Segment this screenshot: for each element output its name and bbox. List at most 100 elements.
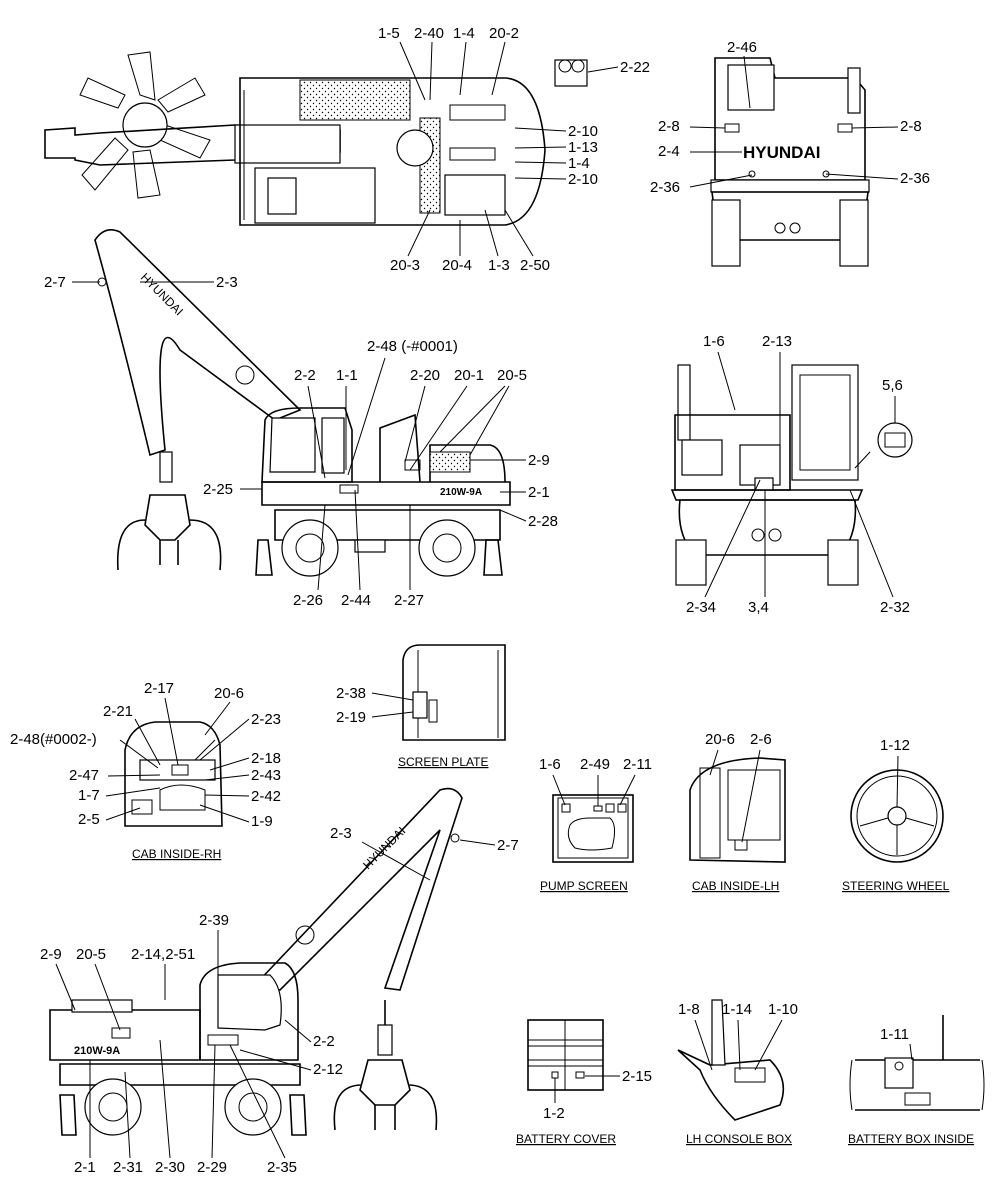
label-20-6: 20-6 [214, 685, 244, 702]
front-cab [791, 364, 859, 481]
rear-window [727, 64, 775, 111]
label-2-36-left: 2-36 [650, 179, 680, 196]
label-2-4: 2-4 [658, 143, 680, 160]
label-2-20: 2-20 [410, 367, 440, 384]
slew-ring-top [396, 129, 434, 167]
caption-cab-inside-rh: CAB INSIDE-RH [132, 847, 221, 861]
label-2-1-b: 2-1 [74, 1159, 96, 1176]
label-1-11: 1-11 [880, 1026, 909, 1043]
label-2-19: 2-19 [336, 709, 366, 726]
label-2-9: 2-9 [528, 452, 550, 469]
grapple-top-drawing [79, 51, 211, 199]
wheel-2-front [84, 1078, 142, 1136]
cab-top [444, 174, 506, 216]
cab-inside-rh-view: 2-17 20-6 2-21 2-23 2-48(#0002-) 2-18 2-… [10, 680, 281, 861]
label-2-25: 2-25 [203, 481, 233, 498]
label-2-32: 2-32 [880, 599, 910, 616]
label-2-38: 2-38 [336, 685, 366, 702]
front-view: 1-6 2-13 5,6 2-34 3,4 2-32 [670, 333, 913, 616]
label-2-26: 2-26 [293, 592, 323, 609]
label-2-46: 2-46 [727, 39, 757, 56]
caption-battery-box-inside: BATTERY BOX INSIDE [848, 1132, 974, 1146]
top-decal-stripe [449, 104, 506, 121]
label-20-4: 20-4 [442, 257, 472, 274]
label-2-29: 2-29 [197, 1159, 227, 1176]
screen-plate-view: 2-38 2-19 SCREEN PLATE [336, 644, 506, 769]
label-2-31: 2-31 [113, 1159, 143, 1176]
label-2-48-0002: 2-48(#0002-) [10, 731, 97, 748]
side-model-text: 210W-9A [440, 487, 482, 498]
label-2-43: 2-43 [251, 767, 281, 784]
battery-cover-view: 2-15 1-2 BATTERY COVER [516, 1019, 652, 1146]
label-1-4: 1-4 [568, 155, 590, 172]
front-wheel-left [675, 539, 707, 586]
label-20-5: 20-5 [497, 367, 527, 384]
rear-brand-text: HYUNDAI [743, 143, 820, 162]
label-2-10: 2-10 [568, 123, 598, 140]
label-2-7: 2-7 [44, 274, 66, 291]
label-2-27: 2-27 [394, 592, 424, 609]
caption-steering-wheel: STEERING WHEEL [842, 879, 950, 893]
label-1-12: 1-12 [880, 737, 910, 754]
label-2-40: 2-40 [414, 25, 444, 42]
label-2-12: 2-12 [313, 1061, 343, 1078]
upper-structure-top [239, 77, 546, 226]
label-2-50: 2-50 [520, 257, 550, 274]
label-2-35: 2-35 [267, 1159, 297, 1176]
label-20-3: 20-3 [390, 257, 420, 274]
label-2-14-2-51: 2-14,2-51 [131, 946, 195, 963]
label-2-42: 2-42 [251, 788, 281, 805]
label-2-3: 2-3 [216, 274, 238, 291]
cab-inside-lh-view: 20-6 2-6 CAB INSIDE-LH [689, 731, 786, 893]
label-20-2: 20-2 [489, 25, 519, 42]
label-5-6: 5,6 [882, 377, 903, 394]
label-1-9: 1-9 [251, 813, 273, 830]
label-2-47: 2-47 [69, 767, 99, 784]
part-5-6-detail [877, 422, 913, 458]
label-1-2: 1-2 [543, 1105, 565, 1122]
wheel-2-rear [224, 1078, 282, 1136]
label-2-6: 2-6 [750, 731, 772, 748]
label-1-6-b: 1-6 [539, 756, 561, 773]
upper-body-side [261, 413, 511, 506]
label-2-18: 2-18 [251, 750, 281, 767]
top-view: 1-5 2-40 1-4 20-2 2-22 2-10 1-13 1-4 2-1… [44, 25, 650, 274]
caption-cab-inside-lh: CAB INSIDE-LH [692, 879, 779, 893]
label-1-5: 1-5 [378, 25, 400, 42]
side-view-2: HYUNDAI 210W-9A 2-3 2-7 2-39 2-9 20-5 2-… [40, 787, 519, 1176]
boom-side-2 [253, 787, 463, 991]
label-20-6-b: 20-6 [705, 731, 735, 748]
label-3-4: 3,4 [748, 599, 769, 616]
label-2-39: 2-39 [199, 912, 229, 929]
label-1-4: 1-4 [453, 25, 475, 42]
label-20-1: 20-1 [454, 367, 484, 384]
label-2-48: 2-48 (-#0001) [367, 338, 458, 355]
label-2-28: 2-28 [528, 513, 558, 530]
battery-box-inside-view: 1-11 BATTERY BOX INSIDE [848, 1015, 985, 1146]
label-2-10: 2-10 [568, 171, 598, 188]
caption-screen-plate: SCREEN PLATE [398, 755, 488, 769]
label-2-1: 2-1 [528, 484, 550, 501]
label-1-14: 1-14 [722, 1001, 752, 1018]
side-view: HYUNDAI 210W-9A 2-7 2-3 2-48 (-#0001) 2-… [44, 229, 558, 609]
upper-body-side-2 [49, 1009, 201, 1061]
wheel-front [281, 519, 339, 577]
label-2-34: 2-34 [686, 599, 716, 616]
label-2-3-b: 2-3 [330, 825, 352, 842]
label-1-8: 1-8 [678, 1001, 700, 1018]
cab-side-2 [199, 962, 299, 1061]
boom-brand-text: HYUNDAI [138, 270, 186, 318]
label-1-1: 1-1 [336, 367, 358, 384]
wheel-rear [418, 519, 476, 577]
boom2-brand-text: HYUNDAI [360, 824, 408, 872]
rear-wheel-right [839, 199, 869, 267]
label-2-49: 2-49 [580, 756, 610, 773]
label-2-13: 2-13 [762, 333, 792, 350]
label-20-5-b: 20-5 [76, 946, 106, 963]
lh-console-view: 1-8 1-14 1-10 LH CONSOLE BOX [677, 999, 798, 1146]
steering-wheel-drawing [850, 769, 944, 863]
label-2-11: 2-11 [623, 756, 652, 773]
label-1-3: 1-3 [488, 257, 510, 274]
undercarriage-side-2 [59, 1063, 301, 1086]
